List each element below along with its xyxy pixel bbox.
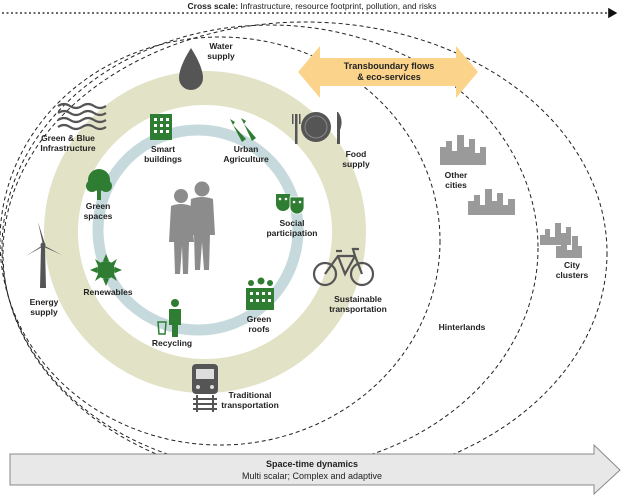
water-supply-label-1: Water: [209, 41, 233, 51]
sun-icon: [90, 254, 122, 286]
green-roofs-label-2: roofs: [248, 324, 270, 334]
skyline-icon-2: [468, 189, 515, 215]
carrot-icon: [230, 118, 256, 142]
water-supply-label-2: supply: [207, 51, 235, 61]
food-supply-label-2: supply: [342, 159, 370, 169]
train-icon: [192, 364, 218, 412]
inner-ring: [92, 124, 304, 336]
recycling-label: Recycling: [152, 338, 192, 348]
sustainable-transportation-label-2: transportation: [329, 304, 387, 314]
tree-icon: [86, 169, 112, 200]
space-time-title: Space-time dynamics: [266, 459, 358, 469]
green-blue-label-1: Green & Blue: [41, 133, 95, 143]
space-time-subtitle: Multi scalar; Complex and adaptive: [242, 471, 382, 481]
green-spaces-label-1: Green: [86, 201, 111, 211]
green-roof-icon: [246, 277, 274, 310]
traditional-transportation-label-2: transportation: [221, 400, 279, 410]
people-icon: [169, 181, 215, 274]
recycling-icon: [157, 299, 181, 337]
cross-scale-label: Cross scale: Infrastructure, resource fo…: [188, 1, 437, 11]
urban-agriculture-label-2: Agriculture: [223, 154, 269, 164]
traditional-transportation-label-1: Traditional: [229, 390, 272, 400]
social-participation-label-1: Social: [279, 218, 304, 228]
smart-buildings-label-2: buildings: [144, 154, 182, 164]
transboundary-label-2: & eco-services: [357, 72, 421, 82]
other-cities-label-2: cities: [445, 180, 467, 190]
skyline-icon-1: [440, 135, 486, 165]
renewables-label: Renewables: [83, 287, 132, 297]
smart-building-icon: [150, 114, 172, 140]
urban-agriculture-label-1: Urban: [234, 144, 259, 154]
green-spaces-label-2: spaces: [84, 211, 113, 221]
energy-supply-label-1: Energy: [30, 297, 59, 307]
green-blue-label-2: Infrastructure: [40, 143, 96, 153]
theater-masks-icon: [276, 194, 305, 215]
social-participation-label-2: participation: [266, 228, 317, 238]
city-clusters-label-1: City: [564, 260, 580, 270]
city-clusters-icon: [540, 223, 582, 258]
energy-supply-label-2: supply: [30, 307, 58, 317]
transboundary-label-1: Transboundary flows: [344, 61, 435, 71]
transboundary-arrow: Transboundary flows & eco-services: [298, 46, 478, 98]
smart-buildings-label-1: Smart: [151, 144, 175, 154]
sustainable-transportation-label-1: Sustainable: [334, 294, 382, 304]
boundary-outer: [2, 21, 608, 485]
wind-turbine-icon: [26, 222, 62, 288]
bicycle-icon: [312, 247, 375, 287]
waves-icon: [57, 102, 107, 131]
plate-cutlery-icon: [292, 112, 342, 144]
green-roofs-label-1: Green: [247, 314, 272, 324]
boundary-inner: [0, 36, 441, 446]
hinterlands-label: Hinterlands: [439, 322, 486, 332]
space-time-arrow: Space-time dynamics Multi scalar; Comple…: [9, 443, 621, 496]
food-supply-label-1: Food: [346, 149, 367, 159]
water-drop-icon: [179, 48, 203, 90]
city-clusters-label-2: clusters: [556, 270, 589, 280]
other-cities-label-1: Other: [445, 170, 468, 180]
